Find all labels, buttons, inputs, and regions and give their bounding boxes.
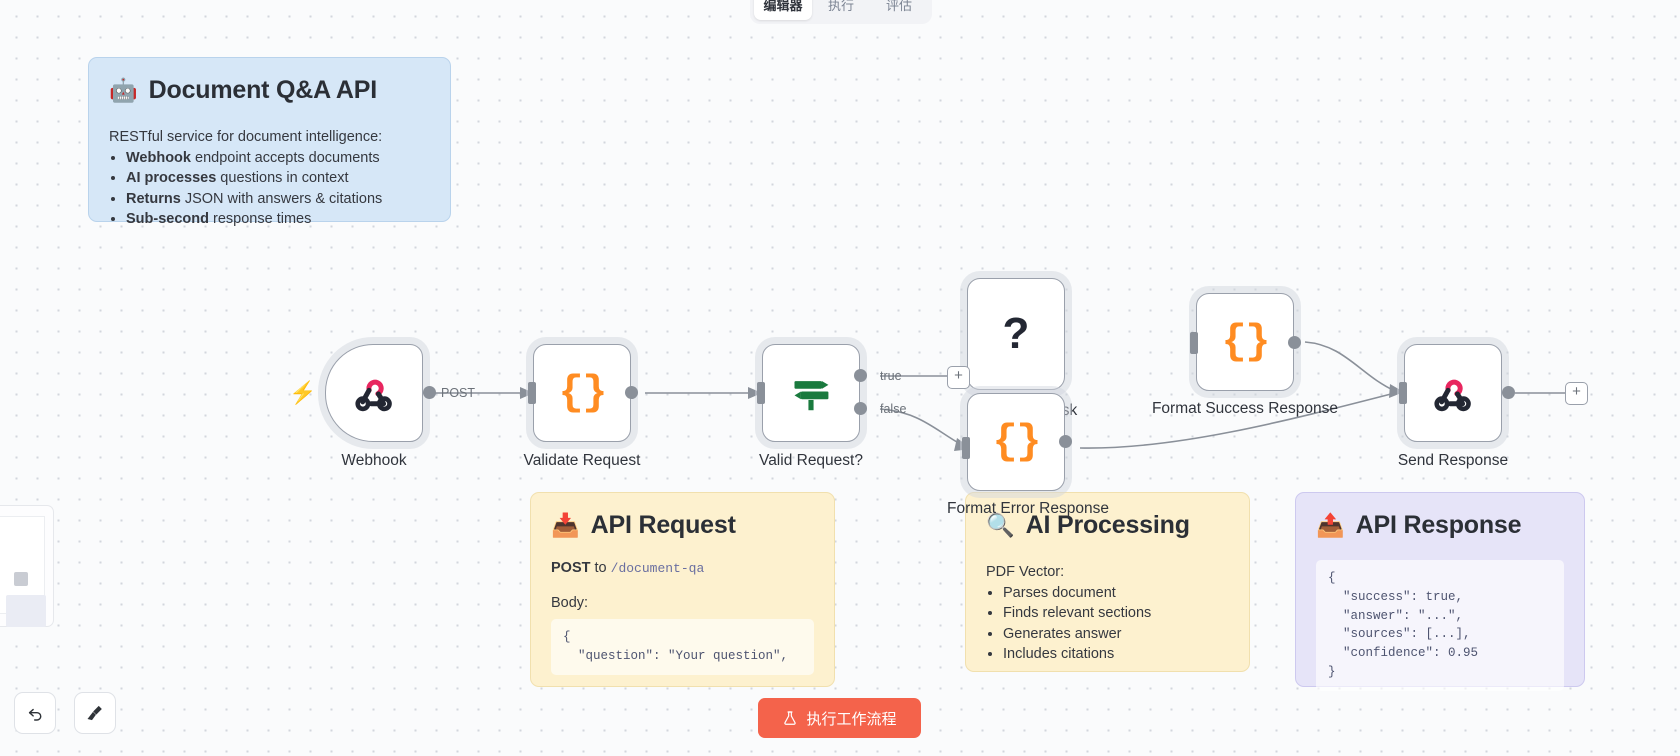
bullet-list: Parses document Finds relevant sections … (986, 583, 1229, 665)
tab-evaluations[interactable]: 评估 (885, 0, 912, 13)
flask-icon (784, 711, 797, 725)
output-port-validate[interactable] (625, 386, 638, 399)
sticky-body: PDF Vector: Parses document Finds releva… (986, 562, 1229, 665)
question-mark-icon: ? (1002, 309, 1030, 358)
add-node-button-end[interactable]: + (1565, 382, 1588, 405)
code-braces-icon: { } (558, 369, 607, 417)
node-label-format-error-response: Format Error Response (947, 500, 1109, 517)
outbox-tray-icon: 📤 (1316, 512, 1345, 538)
signpost-switch-icon (794, 381, 829, 411)
sticky-header: 🤖 Document Q&A API (109, 76, 430, 105)
node-label-validate-request: Validate Request (523, 452, 641, 469)
sticky-header: 📤 API Response (1316, 511, 1564, 540)
broom-icon (87, 705, 102, 721)
intro-text: PDF Vector: (986, 564, 1065, 580)
node-label-valid-request: Valid Request? (759, 452, 863, 469)
endpoint-line: POST to /document-qa (551, 560, 705, 576)
top-tab-bar[interactable]: 编辑器 执行 评估 (750, 0, 932, 24)
minimap-note-marker (6, 595, 46, 627)
node-format-success-response[interactable]: { } (1196, 293, 1294, 391)
sticky-title: API Response (1355, 511, 1522, 539)
node-webhook[interactable] (325, 344, 423, 442)
input-port-send-response[interactable] (1399, 382, 1407, 404)
undo-button[interactable] (14, 692, 56, 734)
sticky-title: AI Processing (1025, 511, 1190, 539)
magnifier-icon: 🔍 (986, 512, 1015, 538)
add-node-button-true-branch[interactable]: + (947, 366, 970, 389)
edge-label-false: false (880, 402, 907, 416)
canvas-minimap[interactable] (0, 505, 54, 627)
trigger-bolt-icon: ⚡ (289, 380, 317, 405)
sticky-body: RESTful service for document intelligenc… (109, 127, 430, 230)
list-item: Finds relevant sections (1003, 603, 1229, 624)
response-body-code: { "success": true, "answer": "...", "sou… (1316, 560, 1564, 691)
output-port-format-success[interactable] (1288, 336, 1301, 349)
robot-icon: 🤖 (109, 77, 138, 103)
node-validate-request[interactable]: { } (533, 344, 631, 442)
tidy-up-button[interactable] (74, 692, 116, 734)
webhook-icon (355, 379, 392, 412)
request-body-code: { "question": "Your question", (551, 619, 814, 675)
undo-arrow-icon (28, 708, 41, 721)
sticky-title: API Request (590, 511, 736, 539)
list-item: Webhook endpoint accepts documents (126, 148, 430, 169)
sticky-title: Document Q&A API (148, 76, 377, 104)
sticky-body: POST to /document-qa Body: { "question":… (551, 558, 814, 675)
execute-workflow-button[interactable]: 执行工作流程 (758, 698, 921, 738)
input-port-validate[interactable] (528, 382, 536, 404)
input-port-format-success[interactable] (1190, 332, 1198, 354)
bullet-list: Webhook endpoint accepts documents AI pr… (109, 148, 430, 230)
output-port-send-response[interactable] (1502, 386, 1515, 399)
node-label-format-success-response: Format Success Response (1151, 400, 1339, 417)
sticky-note-api-request[interactable]: 📥 API Request POST to /document-qa Body:… (530, 492, 835, 687)
node-format-error-response[interactable]: { } (967, 393, 1065, 491)
endpoint-path: /document-qa (610, 561, 705, 576)
output-port-webhook[interactable] (423, 386, 436, 399)
inbox-tray-icon: 📥 (551, 512, 580, 538)
http-method: POST (551, 560, 591, 576)
minimap-node-marker (14, 572, 28, 586)
output-port-true[interactable] (854, 369, 867, 382)
minimap-viewport (0, 516, 46, 627)
list-item: Parses document (1003, 583, 1229, 604)
sticky-note-ai-processing[interactable]: 🔍 AI Processing PDF Vector: Parses docum… (965, 492, 1250, 672)
edge-label-post: POST (441, 386, 476, 400)
node-pdf-vector-ask[interactable]: ? (967, 278, 1065, 390)
body-label: Body: (551, 594, 589, 611)
node-send-response[interactable] (1404, 344, 1502, 442)
list-item: AI processes questions in context (126, 168, 430, 189)
list-item: Includes citations (1003, 644, 1229, 665)
sticky-note-document-qa-api[interactable]: 🤖 Document Q&A API RESTful service for d… (88, 57, 451, 227)
webhook-icon (1434, 379, 1471, 412)
output-port-format-error[interactable] (1059, 435, 1072, 448)
node-label-webhook: Webhook (341, 452, 407, 469)
list-item: Generates answer (1003, 624, 1229, 645)
node-valid-request[interactable] (762, 344, 860, 442)
sticky-header: 🔍 AI Processing (986, 511, 1229, 540)
input-port-valid-request[interactable] (757, 382, 765, 404)
tab-executions[interactable]: 执行 (827, 0, 854, 13)
execute-workflow-label: 执行工作流程 (806, 710, 897, 728)
list-item: Returns JSON with answers & citations (126, 189, 430, 210)
sticky-header: 📥 API Request (551, 511, 814, 540)
output-port-false[interactable] (854, 402, 867, 415)
input-port-format-error[interactable] (962, 437, 970, 459)
list-item: Sub-second response times (126, 209, 430, 230)
intro-text: RESTful service for document intelligenc… (109, 129, 383, 145)
tab-editor[interactable]: 编辑器 (754, 0, 812, 20)
code-braces-icon: { } (1221, 318, 1270, 366)
edge-label-true: true (880, 369, 902, 383)
code-braces-icon: { } (992, 418, 1041, 466)
node-label-send-response: Send Response (1397, 452, 1509, 469)
sticky-note-api-response[interactable]: 📤 API Response { "success": true, "answe… (1295, 492, 1585, 691)
